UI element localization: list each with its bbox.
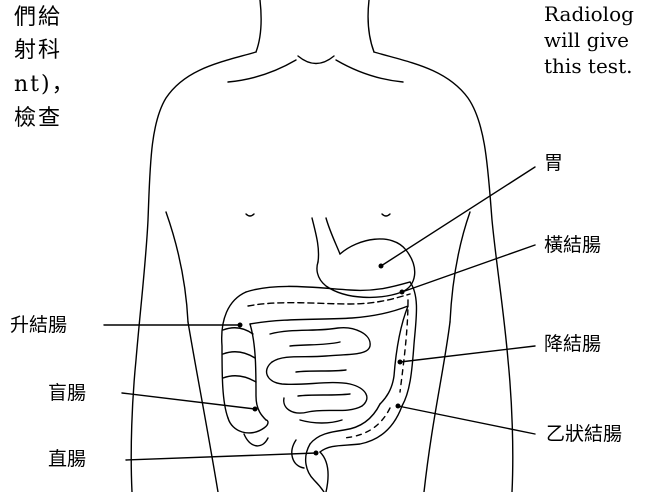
torso-right-side: [424, 322, 450, 492]
right-armpit: [450, 212, 470, 322]
transverse-colon-leader-dot: [400, 290, 405, 295]
collarbone-left: [228, 60, 296, 82]
descending-colon-haustra: [400, 300, 408, 392]
small-intestine-loop-7: [300, 420, 342, 423]
sternal-notch: [298, 56, 334, 64]
label-cecum: 盲腸: [48, 382, 86, 404]
descending-colon-outline-inner: [380, 306, 408, 404]
esophagus-right: [326, 218, 340, 254]
ascending-colon-leader-dot: [238, 323, 243, 328]
rectum-outline-right: [320, 452, 328, 492]
transverse-colon-outline-bottom: [250, 306, 408, 324]
left-shoulder-arm: [131, 52, 256, 492]
descending-colon-leader-dot: [398, 360, 403, 365]
label-descending-colon: 降結腸: [544, 333, 601, 355]
neck-left-outline: [256, 0, 261, 52]
label-transverse-colon: 橫結腸: [544, 234, 601, 256]
stomach-leader-dot: [379, 264, 384, 269]
small-intestine-loop-4: [290, 342, 340, 346]
torso-left-side: [188, 322, 218, 492]
descending-colon-outline-outer: [402, 282, 417, 406]
collarbone-right: [336, 60, 403, 82]
right-nipple: [382, 214, 390, 216]
right-shoulder-arm: [374, 52, 513, 492]
label-ascending-colon: 升結腸: [10, 314, 67, 336]
stomach-leader-line: [381, 167, 535, 266]
transverse-colon-leader-line: [402, 245, 535, 292]
cecum-leader-line: [122, 393, 255, 409]
ascending-colon-outline-outer: [222, 292, 246, 418]
small-intestine-loop-5: [296, 370, 346, 372]
sigmoid-colon-leader-line: [398, 406, 535, 434]
left-armpit: [166, 212, 188, 322]
cecum-leader-dot: [253, 407, 258, 412]
neck-right-outline: [368, 0, 374, 52]
rectum-leader-dot: [314, 451, 319, 456]
left-nipple: [246, 214, 254, 216]
ascending-colon-haustra-1: [223, 328, 253, 334]
small-intestine-loop-6: [298, 394, 350, 396]
appendix: [244, 434, 268, 446]
label-sigmoid-colon: 乙狀結腸: [546, 423, 622, 445]
label-stomach: 胃: [544, 152, 563, 174]
label-rectum: 直腸: [48, 448, 86, 470]
ascending-colon-haustra-3: [223, 376, 256, 382]
descending-colon-leader-line: [400, 346, 535, 362]
small-intestine-loop-3: [284, 398, 362, 413]
small-intestine-loop-2: [267, 362, 367, 406]
esophagus-left: [312, 218, 319, 262]
ascending-colon-haustra-2: [223, 352, 255, 358]
ascending-colon-outline-inner: [250, 324, 266, 420]
cecum-outline: [228, 418, 268, 433]
sigmoid-colon-leader-dot: [396, 404, 401, 409]
rectum-leader-line: [126, 453, 316, 460]
sigmoid-colon-outline-outer: [320, 406, 402, 452]
